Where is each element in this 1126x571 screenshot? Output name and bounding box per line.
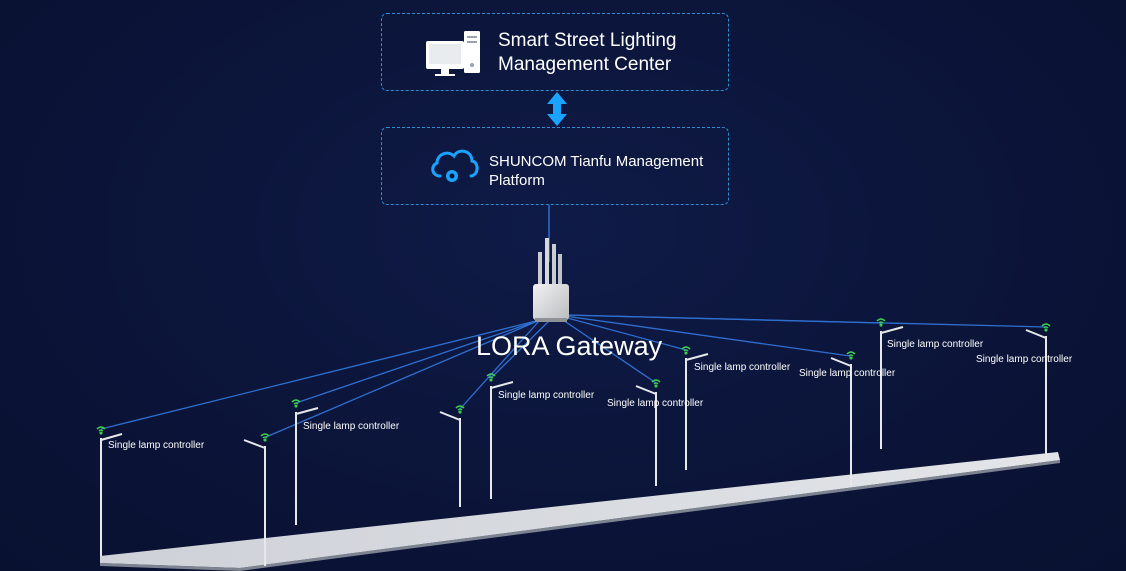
management-center-title-line1: Smart Street Lighting bbox=[498, 30, 677, 51]
lora-gateway-device-icon bbox=[533, 238, 569, 322]
controller-label-3: Single lamp controller bbox=[498, 390, 595, 401]
platform-title-line2: Platform bbox=[489, 172, 545, 189]
management-center-title: Smart Street Lighting Management Center bbox=[498, 29, 718, 77]
management-center-title-line2: Management Center bbox=[498, 54, 672, 75]
controller-label-8: Single lamp controller bbox=[976, 354, 1073, 365]
management-center-box: Smart Street Lighting Management Center bbox=[381, 13, 729, 91]
controller-label-4: Single lamp controller bbox=[607, 398, 704, 409]
controller-label-7: Single lamp controller bbox=[887, 339, 984, 350]
controller-label-6: Single lamp controller bbox=[799, 368, 896, 379]
road-surface bbox=[100, 452, 1060, 568]
controller-label-1: Single lamp controller bbox=[108, 440, 205, 451]
wifi-icons bbox=[96, 318, 1051, 442]
lamp-poles bbox=[100, 326, 1047, 566]
gateway-links bbox=[100, 314, 1047, 438]
gateway-label: LORA Gateway bbox=[476, 331, 663, 361]
platform-box: SHUNCOM Tianfu Management Platform bbox=[381, 127, 729, 205]
platform-title: SHUNCOM Tianfu Management Platform bbox=[489, 152, 725, 190]
controller-label-5: Single lamp controller bbox=[694, 362, 791, 373]
controller-label-2: Single lamp controller bbox=[303, 421, 400, 432]
desktop-computer-icon bbox=[426, 31, 480, 76]
bidirectional-arrow-icon bbox=[547, 92, 567, 126]
platform-title-line1: SHUNCOM Tianfu Management bbox=[489, 153, 704, 170]
cloud-icon bbox=[431, 149, 479, 182]
